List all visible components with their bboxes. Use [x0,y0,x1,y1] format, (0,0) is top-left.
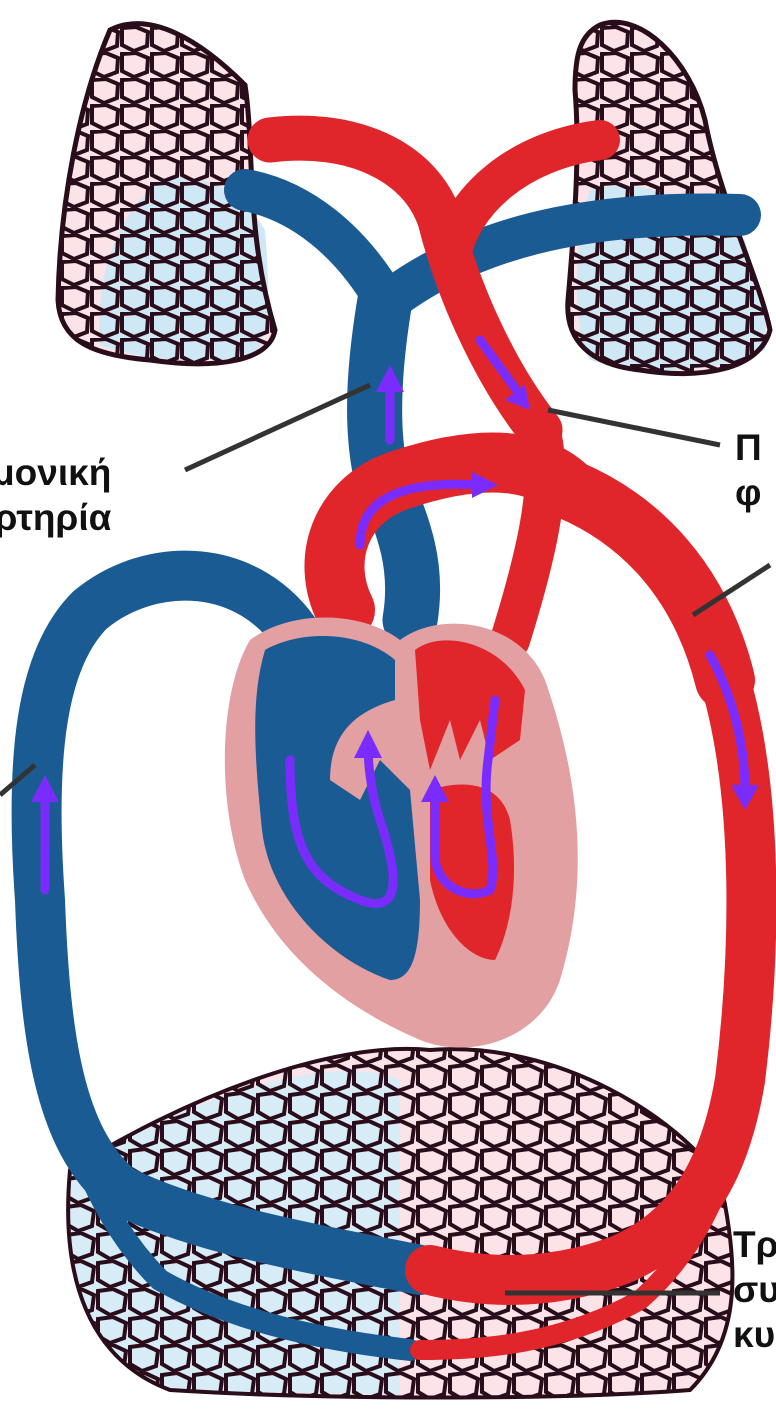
leader-pulmonary-vein [548,410,720,445]
label-line: κυ [733,1312,776,1357]
label-line: ρτηρία [0,495,111,540]
leader-pulmonary-artery [185,385,370,470]
label-line: φ [735,470,762,515]
label-pulmonary-artery: μονική ρτηρία [0,450,111,540]
label-line: μονική [0,450,111,495]
label-pulmonary-vein: Π φ [735,425,762,515]
label-line: Π [735,425,762,470]
label-line: Τρ [733,1222,776,1267]
label-line: συ [733,1267,776,1312]
heart [225,618,578,1048]
label-capillaries: Τρ συ κυ [733,1222,776,1357]
